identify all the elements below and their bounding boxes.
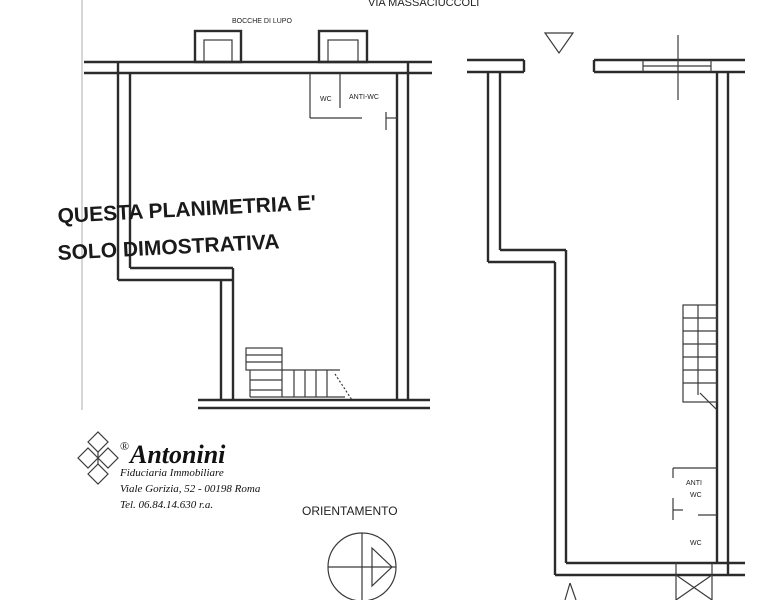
- staircase-right: [682, 304, 718, 411]
- stamp-line-1: QUESTA PLANIMETRIA E': [57, 191, 316, 228]
- antiwc-label-left: ANTI-WC: [349, 94, 379, 101]
- agency-phone: Tel. 06.84.14.630 r.a.: [120, 499, 213, 511]
- agency-registered-mark: ®: [120, 439, 129, 453]
- anti-label-right: ANTI: [686, 480, 702, 487]
- agency-address: Viale Gorizia, 52 - 00198 Roma: [120, 483, 261, 495]
- bocche-di-lupo-label: BOCCHE DI LUPO: [232, 18, 292, 25]
- street-label: VIA MASSACIUCCOLI: [368, 0, 479, 9]
- wc-label-right-2: WC: [690, 540, 702, 547]
- wc-label-left: WC: [320, 96, 332, 103]
- light-well-left: [193, 29, 243, 64]
- light-well-right: [317, 29, 369, 64]
- right-floor-plan: ANTI WC WC: [467, 35, 745, 600]
- agency-name: Antonini: [128, 440, 226, 469]
- antonini-logo-icon: [77, 431, 119, 485]
- wc-label-right-1: WC: [690, 492, 702, 499]
- left-floor-plan: BOCCHE DI LUPO WC ANTI-WC: [57, 18, 432, 410]
- orientamento-label: ORIENTAMENTO: [302, 504, 398, 518]
- agency-subtitle: Fiduciaria Immobiliare: [119, 467, 224, 479]
- compass-icon: [327, 532, 397, 600]
- staircase-left: [245, 347, 353, 401]
- triangle-marker-icon: [543, 32, 575, 55]
- stamp-line-2: SOLO DIMOSTRATIVA: [57, 230, 280, 265]
